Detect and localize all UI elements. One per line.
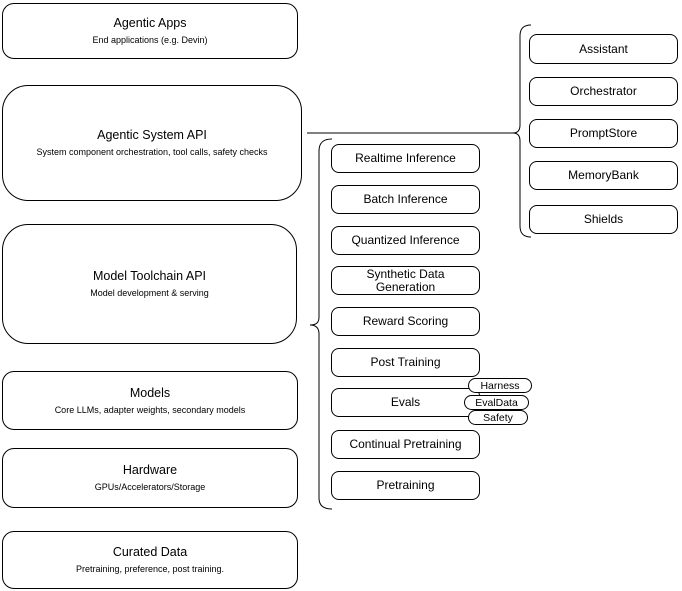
tag-harness[interactable]: Harness xyxy=(468,378,532,393)
node-label: Reward Scoring xyxy=(362,314,449,328)
node-batch-inference[interactable]: Batch Inference xyxy=(331,185,480,214)
node-label: Post Training xyxy=(370,355,441,369)
node-continual-pretraining[interactable]: Continual Pretraining xyxy=(331,430,480,459)
toolchain-services-brace xyxy=(309,138,333,510)
node-label: Realtime Inference xyxy=(355,151,456,165)
node-label: Continual Pretraining xyxy=(349,437,462,451)
node-label: Synthetic Data Generation xyxy=(366,266,445,294)
node-curated-data[interactable]: Curated Data Pretraining, preference, po… xyxy=(2,531,298,589)
node-title: Model Toolchain API xyxy=(92,269,207,283)
node-subtitle: End applications (e.g. Devin) xyxy=(92,35,208,45)
node-post-training[interactable]: Post Training xyxy=(331,348,480,377)
tag-label: Safety xyxy=(483,411,513,424)
node-quantized-inference[interactable]: Quantized Inference xyxy=(331,226,480,255)
node-subtitle: Model development & serving xyxy=(90,288,209,298)
node-title: Models xyxy=(129,385,171,400)
tag-label: Harness xyxy=(480,379,520,392)
node-pretraining[interactable]: Pretraining xyxy=(331,471,480,500)
node-label: Orchestrator xyxy=(570,84,637,98)
tag-label: EvalData xyxy=(475,396,518,409)
node-subtitle: System component orchestration, tool cal… xyxy=(36,147,268,157)
node-title: Agentic Apps xyxy=(113,16,187,30)
node-promptstore[interactable]: PromptStore xyxy=(529,119,678,148)
node-agentic-apps[interactable]: Agentic Apps End applications (e.g. Devi… xyxy=(2,3,298,59)
node-assistant[interactable]: Assistant xyxy=(529,34,678,64)
node-label: Pretraining xyxy=(376,478,435,492)
node-models[interactable]: Models Core LLMs, adapter weights, secon… xyxy=(2,371,298,430)
node-label: MemoryBank xyxy=(568,168,639,182)
node-title: Curated Data xyxy=(112,545,188,559)
node-title: Agentic System API xyxy=(97,128,207,142)
tag-safety[interactable]: Safety xyxy=(468,410,528,425)
node-realtime-inference[interactable]: Realtime Inference xyxy=(331,144,480,173)
node-label: PromptStore xyxy=(569,126,638,140)
node-shields[interactable]: Shields xyxy=(529,205,678,234)
node-label: Shields xyxy=(583,212,624,226)
node-label: Evals xyxy=(390,395,421,409)
node-synthetic-data-generation[interactable]: Synthetic Data Generation xyxy=(331,266,480,295)
system-components-brace xyxy=(512,24,532,238)
node-memorybank[interactable]: MemoryBank xyxy=(529,161,678,190)
tag-evaldata[interactable]: EvalData xyxy=(464,395,529,410)
node-label: Quantized Inference xyxy=(351,233,460,247)
node-label: Assistant xyxy=(579,41,628,56)
node-hardware[interactable]: Hardware GPUs/Accelerators/Storage xyxy=(2,448,298,508)
node-model-toolchain-api[interactable]: Model Toolchain API Model development & … xyxy=(2,224,297,344)
node-title: Hardware xyxy=(122,463,178,477)
node-subtitle: Core LLMs, adapter weights, secondary mo… xyxy=(54,404,246,415)
node-label: Batch Inference xyxy=(363,192,448,206)
node-evals[interactable]: Evals xyxy=(331,388,480,417)
node-agentic-system-api[interactable]: Agentic System API System component orch… xyxy=(2,85,302,201)
node-orchestrator[interactable]: Orchestrator xyxy=(529,77,678,106)
node-reward-scoring[interactable]: Reward Scoring xyxy=(331,307,480,336)
node-subtitle: GPUs/Accelerators/Storage xyxy=(94,482,206,492)
node-subtitle: Pretraining, preference, post training. xyxy=(75,564,225,574)
